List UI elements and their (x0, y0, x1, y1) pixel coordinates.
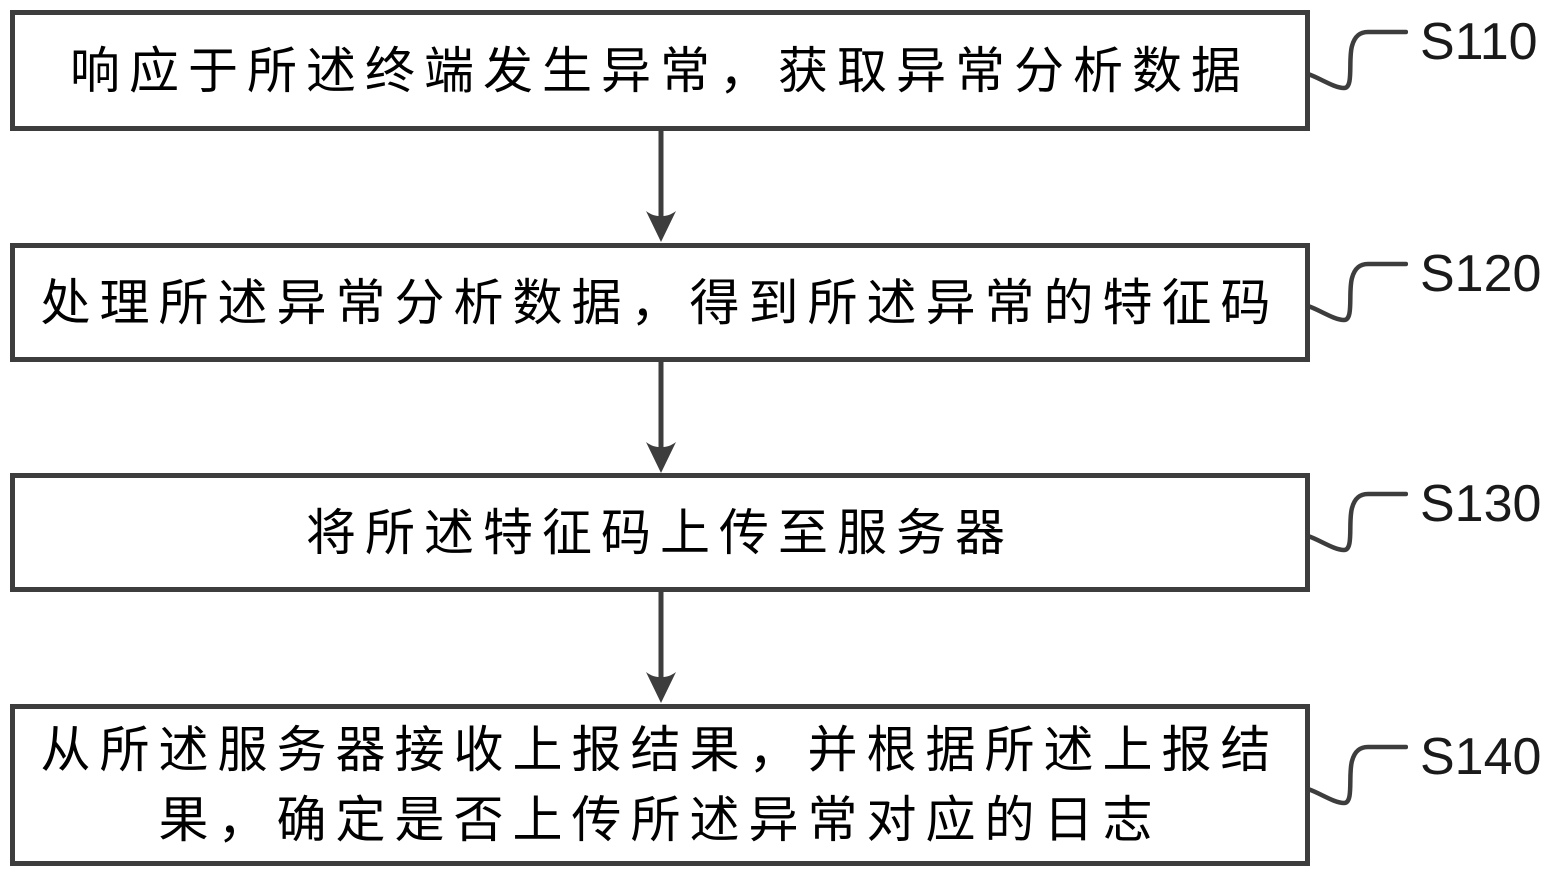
step-label-s110: S110 (1420, 13, 1538, 71)
flow-step-text-line1: 从所述服务器接收上报结果，并根据所述上报结 (40, 722, 1280, 778)
flow-step-text: 处理所述异常分析数据，得到所述异常的特征码 (40, 274, 1280, 331)
flow-step-text: 将所述特征码上传至服务器 (306, 504, 1014, 561)
step-label-s130: S130 (1420, 475, 1542, 533)
down-arrow-icon (646, 362, 676, 473)
down-arrow-icon (646, 131, 676, 242)
flow-step-box-s110: 响应于所述终端发生异常，获取异常分析数据 (10, 10, 1310, 131)
flow-step-box-s120: 处理所述异常分析数据，得到所述异常的特征码 (10, 243, 1310, 362)
flow-step-text: 响应于所述终端发生异常，获取异常分析数据 (70, 42, 1250, 99)
step-connector-squiggle (1308, 744, 1408, 806)
flow-step-box-s130: 将所述特征码上传至服务器 (10, 473, 1310, 592)
step-connector-squiggle (1308, 29, 1408, 91)
step-connector-squiggle (1308, 261, 1408, 323)
flow-step-text-line2: 果，确定是否上传所述异常对应的日志 (158, 792, 1162, 848)
step-label-s120: S120 (1420, 245, 1542, 303)
down-arrow-icon (646, 592, 676, 703)
flow-step-box-s140: 从所述服务器接收上报结果，并根据所述上报结 果，确定是否上传所述异常对应的日志 (10, 704, 1310, 866)
step-label-s140: S140 (1420, 728, 1542, 786)
step-connector-squiggle (1308, 491, 1408, 553)
